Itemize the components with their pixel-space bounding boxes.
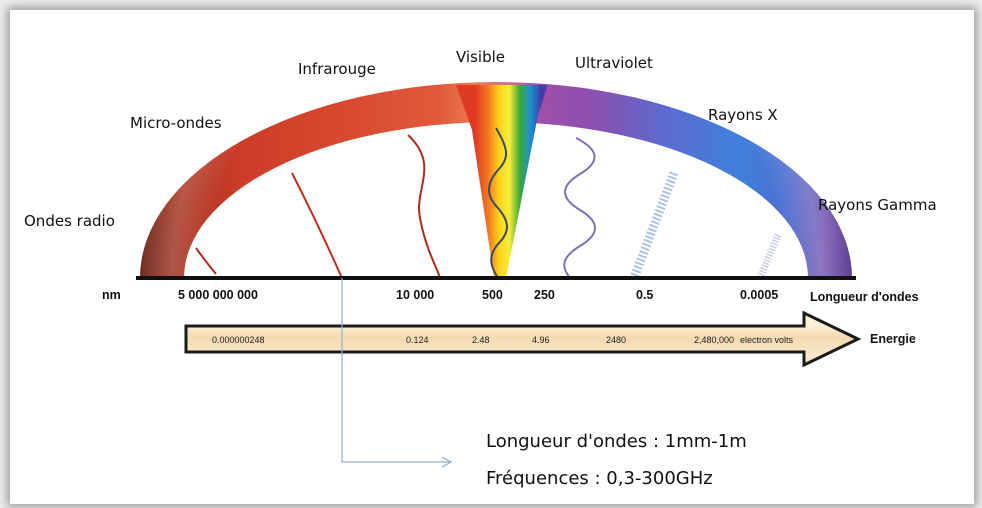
label-gamma: Rayons Gamma [818, 196, 937, 214]
microwave-line [291, 172, 343, 279]
infrared-wave [407, 134, 441, 279]
visible-spectrum-wedge [456, 85, 548, 278]
xray-wave [629, 171, 679, 280]
wavelength-tick-2: 10 000 [396, 288, 434, 302]
spectrum-arc-sheen [140, 82, 852, 278]
label-ultraviolet: Ultraviolet [575, 54, 653, 72]
callout-frequency: Fréquences : 0,3-300GHz [486, 468, 713, 489]
wavelength-tick-6: 0.0005 [740, 288, 778, 302]
wavelength-unit: nm [102, 288, 121, 302]
label-visible: Visible [456, 48, 505, 66]
wavelength-tick-4: 250 [534, 288, 555, 302]
energy-tick-6: 2,480,000 [694, 335, 734, 345]
wavelength-tick-1: 5 000 000 000 [178, 288, 258, 302]
wavelength-axis-label: Longueur d'ondes [810, 290, 919, 304]
energy-tick-4: 4.96 [532, 335, 550, 345]
label-infrared: Infrarouge [298, 60, 376, 78]
energy-unit: electron volts [740, 335, 794, 345]
visible-wave [488, 127, 508, 279]
diagram-frame: Ondes radio Micro-ondes Infrarouge Visib… [10, 10, 974, 504]
energy-tick-5: 2480 [606, 335, 626, 345]
ultraviolet-wave [563, 137, 596, 279]
callout-wavelength: Longueur d'ondes : 1mm-1m [486, 431, 747, 452]
wavelength-tick-3: 500 [482, 288, 503, 302]
energy-axis-label: Energie [870, 332, 916, 346]
energy-tick-1: 0.000000248 [212, 335, 265, 345]
label-xray: Rayons X [708, 106, 778, 124]
callout-connector [341, 278, 450, 463]
em-spectrum-diagram: Ondes radio Micro-ondes Infrarouge Visib… [24, 48, 937, 489]
wavelength-tick-5: 0.5 [636, 288, 653, 302]
radio-wave-line [195, 247, 217, 275]
gamma-wave [756, 233, 782, 280]
label-micro: Micro-ondes [130, 114, 222, 132]
label-radio: Ondes radio [24, 212, 115, 230]
energy-tick-2: 0.124 [406, 335, 429, 345]
callout-arrowhead [441, 456, 453, 468]
energy-tick-3: 2.48 [472, 335, 490, 345]
